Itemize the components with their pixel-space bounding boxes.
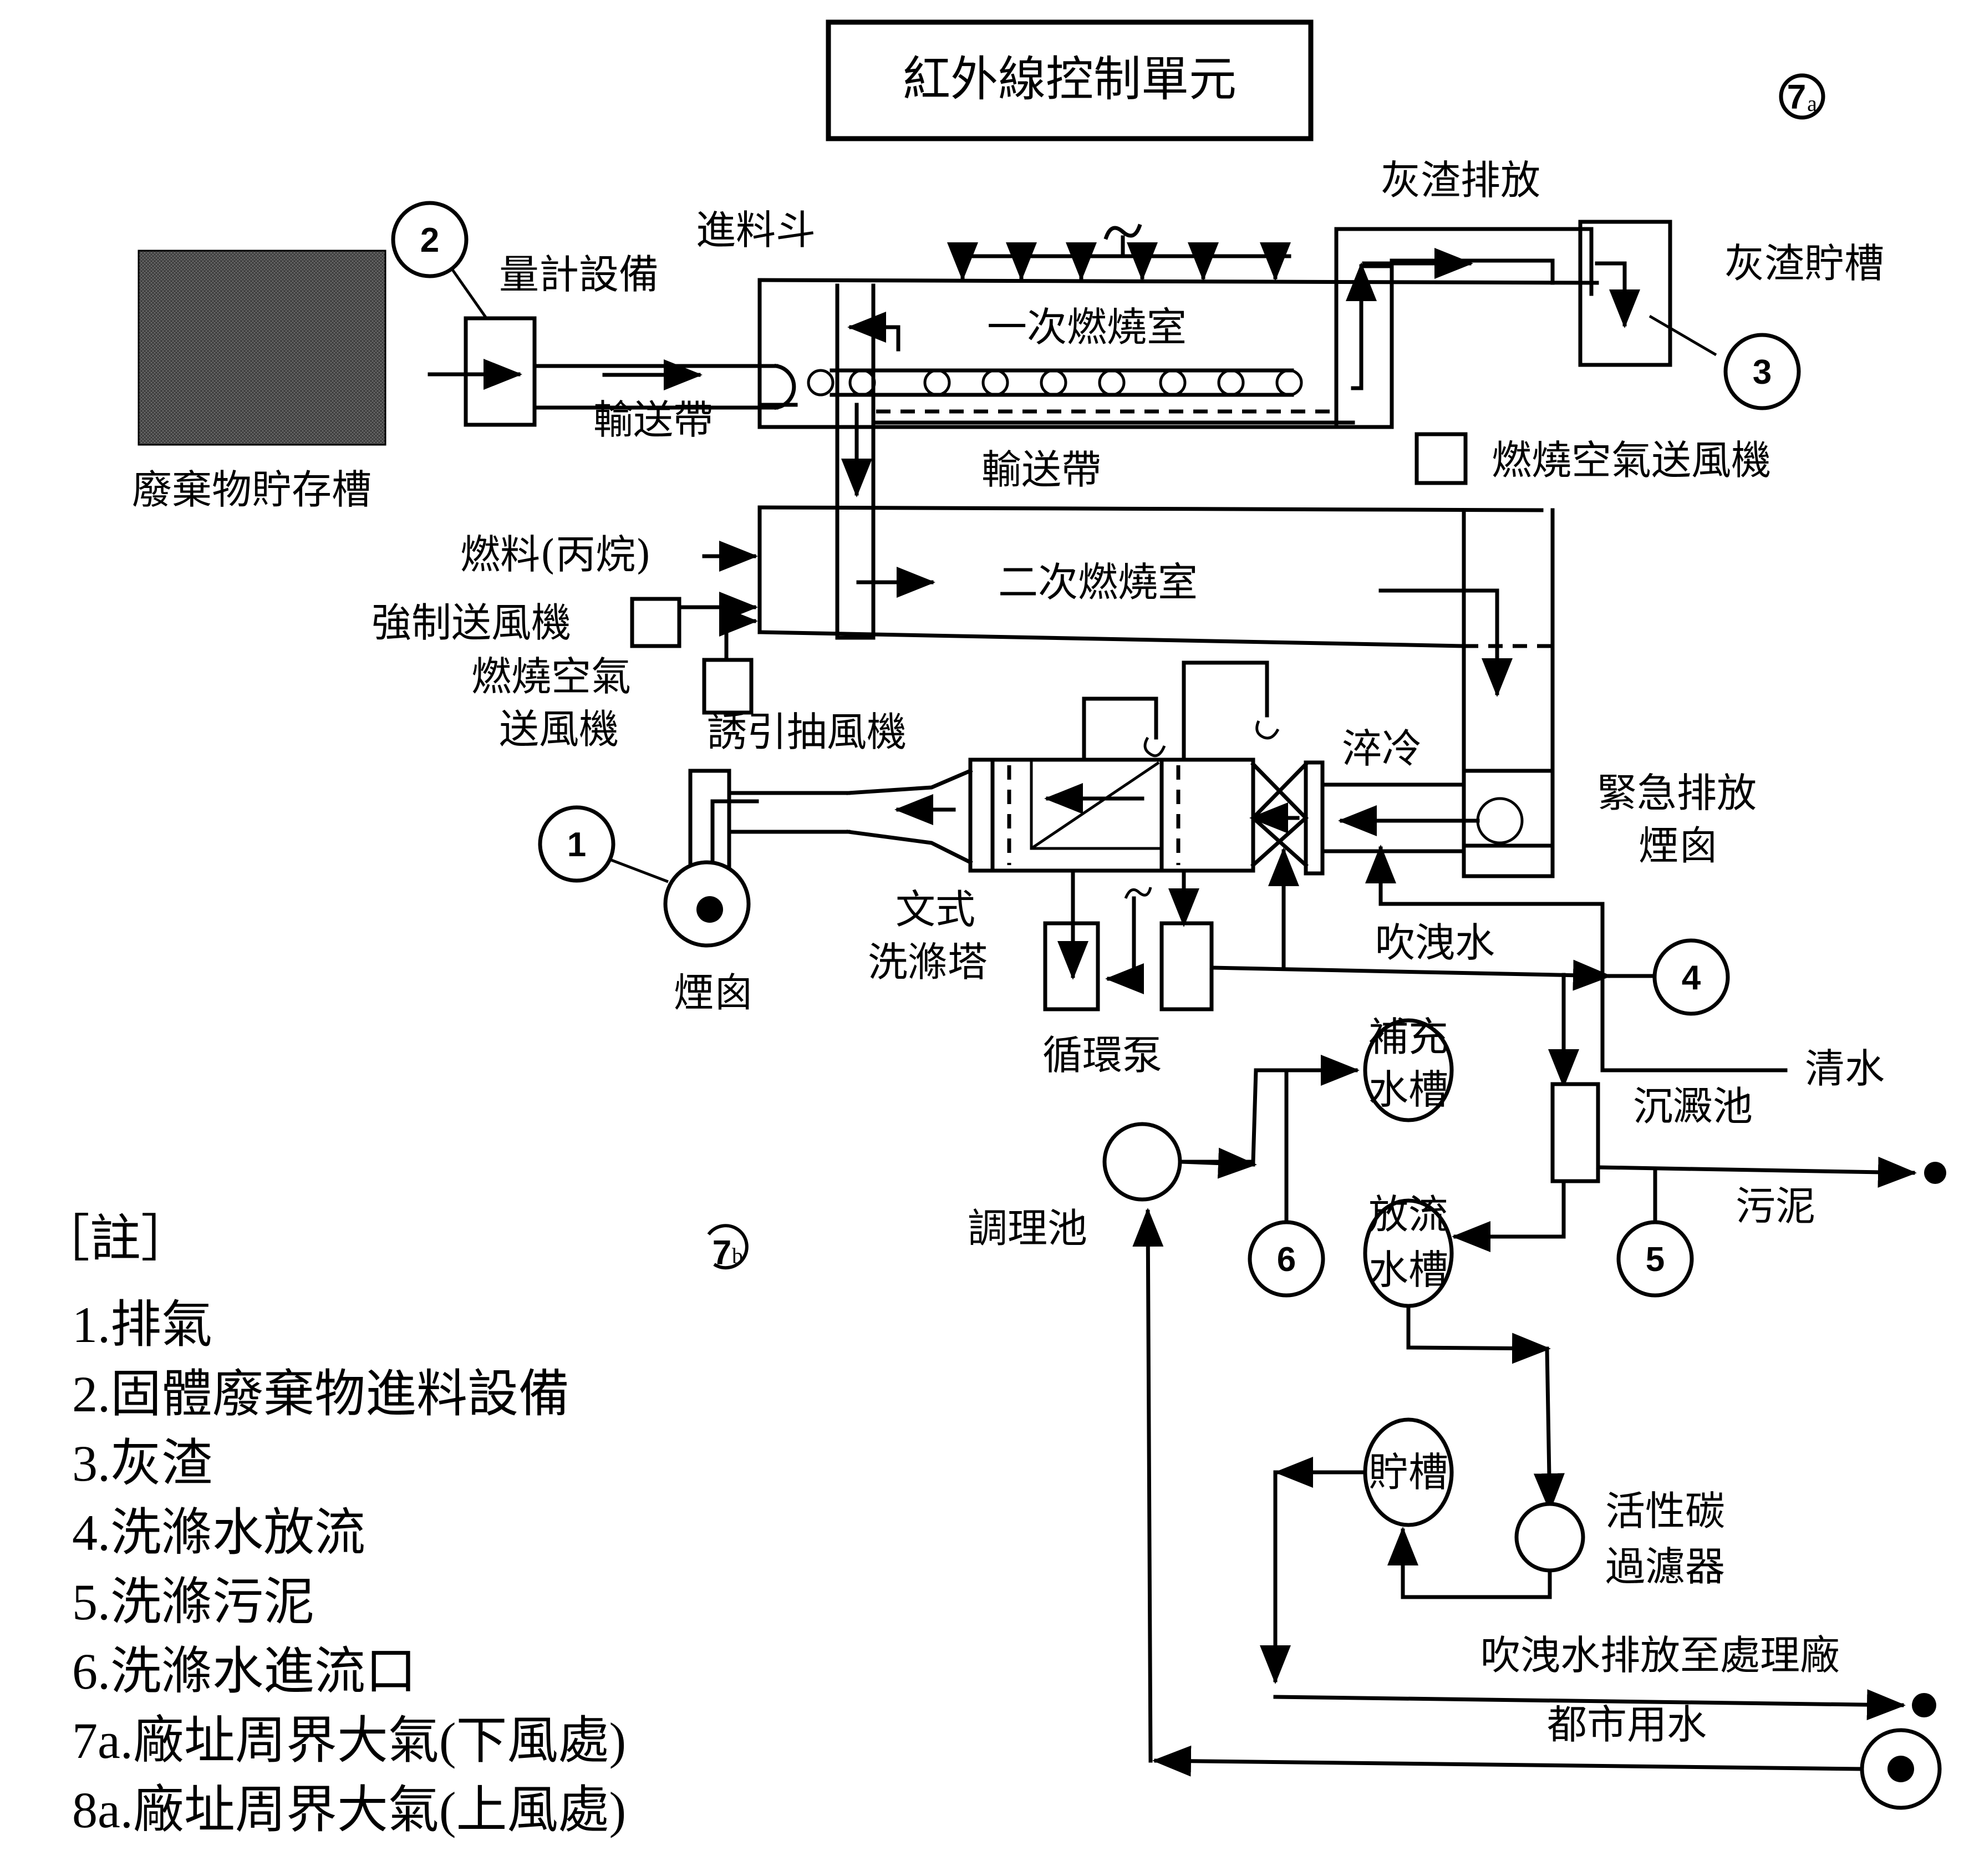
combustion-air-fan-top-label: 燃燒空氣送風機 <box>1492 437 1771 484</box>
note-item: 6.洗滌水進流口 <box>72 1643 416 1700</box>
svg-text:2: 2 <box>420 221 439 260</box>
combustion-air-fan-side <box>702 658 754 715</box>
forced-draft-fan <box>630 597 681 648</box>
venturi-label-1: 文式 <box>895 886 975 933</box>
marker-7b: 7 b <box>707 1224 749 1272</box>
sludge-line <box>1596 1156 1946 1222</box>
notes-header: ［註］ <box>39 1211 192 1267</box>
svg-text:1: 1 <box>567 826 586 864</box>
note-item: 4.洗滌水放流 <box>72 1504 365 1561</box>
note-item: 3.灰渣 <box>72 1435 212 1492</box>
marker-7a: 7 a <box>1779 73 1825 120</box>
marker-5: 5 <box>1616 1220 1694 1298</box>
circulation-pump-label: 循環泵 <box>1042 1032 1162 1079</box>
marker-2: 2 <box>391 201 512 353</box>
secondary-chamber-label: 二次燃燒室 <box>998 559 1198 606</box>
settling-tank <box>1550 1082 1600 1183</box>
activated-carbon-filter <box>1514 1502 1585 1573</box>
combustion-air-arrow <box>719 606 758 662</box>
quench-label: 淬冷 <box>1342 725 1422 772</box>
note-item: 7a.廠址周界大氣(下風處) <box>72 1712 626 1769</box>
storage-tank <box>1260 1417 1552 1684</box>
emergency-stack-label-2: 煙囪 <box>1639 822 1718 869</box>
marker-3: 3 <box>1648 314 1801 410</box>
discharge-tank-label-1: 放流 <box>1368 1191 1448 1238</box>
settling-tank-label: 沉澱池 <box>1633 1083 1753 1130</box>
discharge-water-tank <box>1363 1179 1566 1512</box>
waste-storage-label: 廢棄物貯存槽 <box>132 466 372 513</box>
blowdown-to-plant-label: 吹洩水排放至處理廠 <box>1480 1632 1840 1679</box>
venturi-scrubber <box>846 660 1788 1072</box>
makeup-tank-label-1: 補充 <box>1368 1014 1448 1060</box>
sludge-label: 污泥 <box>1736 1183 1815 1229</box>
title: 紅外線控制單元 <box>903 52 1237 107</box>
combustion-air-fan-top <box>1415 432 1468 485</box>
city-water-line <box>1132 1208 1942 1810</box>
svg-text:3: 3 <box>1753 353 1772 392</box>
fuel-label: 燃料(丙烷) <box>460 531 651 578</box>
metering-label: 量計設備 <box>499 251 659 298</box>
forced-fan-label: 強制送風機 <box>372 599 571 646</box>
stack <box>663 769 851 948</box>
blowdown-line <box>1209 959 1657 1088</box>
notes-legend: ［註］ 1.排氣 2.固體廢棄物進料設備 3.灰渣 4.洗滌水放流 5.洗滌污泥… <box>39 1211 626 1838</box>
ash-storage-tank <box>1578 220 1672 367</box>
ash-discharge-duct <box>1334 227 1594 429</box>
emergency-stack-label-1: 緊急排放 <box>1597 770 1757 816</box>
emergency-stack-block <box>1462 769 1555 878</box>
svg-text:a: a <box>1807 91 1817 116</box>
conditioning-tank <box>1102 1055 1360 1231</box>
note-item: 1.排氣 <box>72 1297 212 1353</box>
ash-discharge-label: 灰渣排放 <box>1381 157 1540 204</box>
combustion-air-fan-label-1: 燃燒空氣 <box>471 653 631 700</box>
metering-device <box>464 316 537 427</box>
marker-1: 1 <box>538 805 669 883</box>
induced-fan-label: 誘引抽風機 <box>707 709 907 755</box>
quench-duct <box>1304 760 1480 876</box>
makeup-water-tank <box>1363 1018 1454 1122</box>
combustion-air-fan-label-2: 送風機 <box>499 706 619 753</box>
conveyor-label-2: 輸送帶 <box>981 446 1101 493</box>
primary-combustion-chamber <box>757 278 1599 429</box>
svg-text:5: 5 <box>1646 1241 1665 1279</box>
clean-water-label: 清水 <box>1805 1045 1885 1092</box>
carbon-filter-label-2: 過濾器 <box>1605 1543 1725 1590</box>
venturi-label-2: 洗滌塔 <box>868 939 988 985</box>
storage-tank-label: 貯槽 <box>1368 1449 1448 1496</box>
waste-storage-tank <box>138 250 386 446</box>
note-item: 8a.廠址周界大氣(上風處) <box>72 1782 626 1838</box>
conveyor-label-1: 輸送帶 <box>593 396 713 443</box>
marker-4: 4 <box>1652 938 1730 1016</box>
discharge-tank-label-2: 水槽 <box>1368 1247 1448 1293</box>
stack-label: 煙囪 <box>674 969 754 1016</box>
marker-6: 6 <box>1248 1220 1325 1298</box>
carbon-filter-label-1: 活性碳 <box>1605 1488 1725 1534</box>
makeup-tank-label-2: 水槽 <box>1368 1066 1448 1113</box>
ash-storage-label: 灰渣貯槽 <box>1724 240 1884 287</box>
svg-text:6: 6 <box>1277 1241 1296 1279</box>
blowdown-label: 吹洩水 <box>1375 919 1495 966</box>
conveyor-rollers <box>807 368 1303 397</box>
note-item: 5.洗滌污泥 <box>72 1574 314 1630</box>
blowdown-to-plant-line <box>1273 1689 1936 1721</box>
vertical-duct <box>835 283 935 640</box>
svg-text:7: 7 <box>713 1234 731 1272</box>
infrared-control-unit-box: 紅外線控制單元 <box>826 19 1314 141</box>
svg-text:7: 7 <box>1787 78 1806 116</box>
hopper-label: 進料斗 <box>696 207 816 253</box>
svg-text:b: b <box>732 1243 743 1268</box>
conditioning-tank-label: 調理池 <box>968 1205 1087 1252</box>
note-item: 2.固體廢棄物進料設備 <box>72 1366 569 1422</box>
city-water-label: 都市用水 <box>1547 1701 1707 1748</box>
svg-text:4: 4 <box>1682 959 1701 997</box>
ir-heaters <box>947 223 1291 281</box>
primary-chamber-label: 一次燃燒室 <box>987 304 1187 350</box>
secondary-combustion-chamber <box>757 505 1555 878</box>
